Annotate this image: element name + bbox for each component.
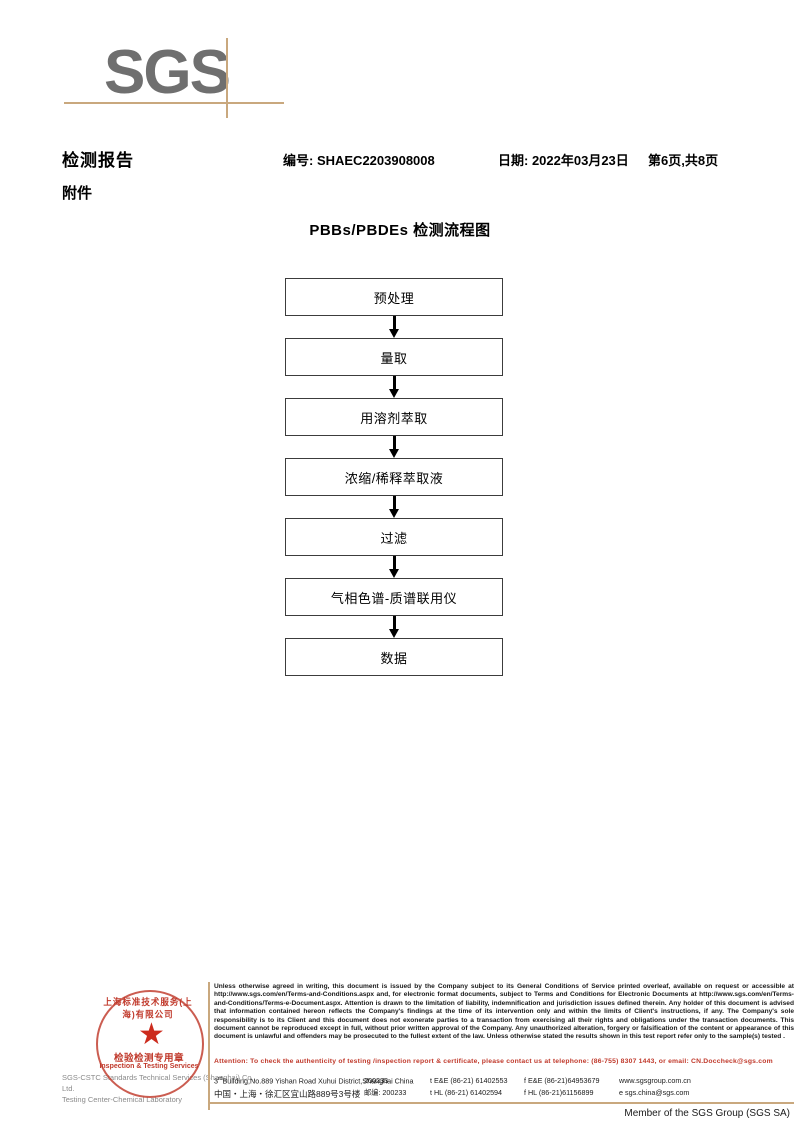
attention-notice: Attention: To check the authenticity of … (214, 1058, 773, 1065)
report-number: 编号: SHAEC2203908008 (283, 153, 435, 168)
seal-company-arc-text: 上海标准技术服务(上海)有限公司 (103, 996, 193, 1020)
flow-step-7: 数据 (285, 638, 503, 676)
company-name-line2: Testing Center-Chemical Laboratory (62, 1095, 183, 1104)
page-footer: SGS-CSTC Standards Technical Services (S… (0, 980, 800, 1131)
flow-arrow-4 (285, 496, 503, 518)
fax-hl: f HL (86-21)61156899 (524, 1088, 594, 1097)
address-row-english: 3rdBuilding,No.889 Yishan Road Xuhui Dis… (214, 1076, 794, 1087)
flowchart-title: PBBs/PBDEs 检测流程图 (309, 222, 491, 239)
star-icon: ★ (138, 1018, 165, 1051)
sgs-logo: SGS (64, 38, 284, 118)
telephone-hl: t HL (86-21) 61402594 (430, 1088, 503, 1097)
footer-horizontal-rule (208, 1102, 794, 1104)
flow-step-2: 量取 (285, 338, 503, 376)
report-date: 日期: 2022年03月23日 (498, 153, 629, 168)
flow-arrow-2 (285, 376, 503, 398)
page-title: 检测报告 (62, 151, 134, 170)
footer-vertical-rule (208, 982, 210, 1110)
flow-step-4: 浓缩/稀释萃取液 (285, 458, 503, 496)
official-seal-stamp: 上海标准技术服务(上海)有限公司 ★ 检验检测专用章 Inspection & … (88, 984, 212, 1108)
address-english: 3rdBuilding,No.889 Yishan Road Xuhui Dis… (214, 1076, 414, 1086)
address-chinese: 中国・上海・徐汇区宜山路889号3号楼 (214, 1089, 361, 1099)
flow-step-3: 用溶剂萃取 (285, 398, 503, 436)
flow-arrow-5 (285, 556, 503, 578)
member-statement: Member of the SGS Group (SGS SA) (624, 1108, 790, 1119)
postcode-chinese: 邮编: 200233 (364, 1088, 407, 1097)
flow-arrow-3 (285, 436, 503, 458)
flow-step-1: 预处理 (285, 278, 503, 316)
legal-disclaimer: Unless otherwise agreed in writing, this… (214, 983, 794, 1041)
logo-horizontal-rule (64, 102, 284, 104)
sgs-logo-text: SGS (104, 38, 231, 107)
logo-vertical-rule (226, 38, 228, 118)
website-link[interactable]: www.sgsgroup.com.cn (619, 1076, 691, 1085)
flowchart: 预处理 量取 用溶剂萃取 浓缩/稀释萃取液 过滤 气相色谱-质谱联用仪 数据 (285, 278, 503, 676)
seal-english-label: Inspection & Testing Services (99, 1063, 199, 1070)
postcode-english: 200233 (364, 1076, 388, 1085)
flow-step-6: 气相色谱-质谱联用仪 (285, 578, 503, 616)
seal-chinese-label: 检验检测专用章 (113, 1053, 184, 1064)
telephone-ee: t E&E (86-21) 61402553 (430, 1076, 508, 1085)
address-row-chinese: 中国・上海・徐汇区宜山路889号3号楼 邮编: 200233 t HL (86-… (214, 1088, 794, 1099)
email-link[interactable]: e sgs.china@sgs.com (619, 1088, 690, 1097)
attachment-label: 附件 (62, 185, 93, 202)
flow-step-5: 过滤 (285, 518, 503, 556)
page-indicator: 第6页,共8页 (648, 153, 719, 168)
fax-ee: f E&E (86-21)64953679 (524, 1076, 600, 1085)
flow-arrow-6 (285, 616, 503, 638)
flow-arrow-1 (285, 316, 503, 338)
seal-outer-circle (96, 990, 204, 1098)
